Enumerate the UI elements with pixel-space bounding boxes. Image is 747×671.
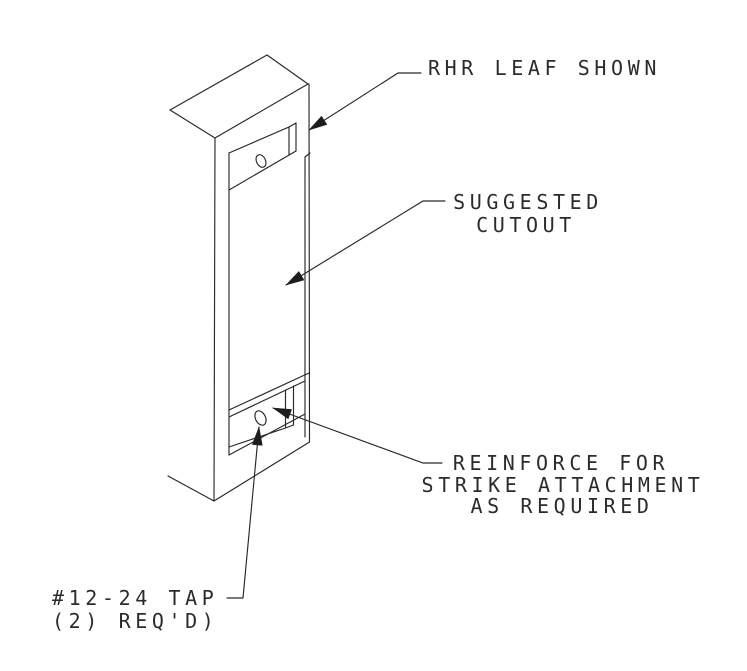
reinforce-leader-line	[272, 407, 443, 464]
top-plate-bottom-edge	[228, 150, 297, 191]
door-top-back-edge	[169, 54, 268, 111]
door-leaf-outline	[167, 54, 311, 502]
top-tap-hole	[255, 154, 267, 168]
reinforce-arrowhead-icon	[272, 407, 292, 420]
door-left-vertical-edge	[213, 137, 216, 502]
cutout-arrowhead-icon	[285, 270, 305, 286]
bottom-plate-notch-bottom	[284, 424, 295, 429]
cutout-bottom-edge	[228, 413, 306, 456]
door-top-right-edge	[266, 54, 309, 85]
door-top-left-break-edge	[169, 109, 216, 139]
door-bottom-left-break-edge	[167, 475, 215, 502]
door-bottom-front-edge	[213, 441, 311, 502]
annotations: RHR LEAF SHOWN SUGGESTED CUTOUT REINFORC…	[52, 56, 705, 633]
top-plate-notch-top	[288, 122, 297, 128]
cutout-geometry	[228, 122, 311, 456]
tap-arrowhead-icon	[251, 426, 263, 446]
door-right-vertical-edge	[308, 83, 311, 443]
door-top-front-edge	[214, 83, 309, 139]
leaders	[226, 72, 446, 599]
bottom-tap-hole	[254, 410, 267, 426]
rhr-leaf-shown-label: RHR LEAF SHOWN	[428, 56, 661, 80]
tap-label-line1: #12-24 TAP	[52, 586, 218, 610]
cutout-leader-line	[285, 200, 446, 286]
bottom-plate-top-edge-outer	[228, 372, 310, 411]
tap-leader-line	[226, 426, 260, 599]
rhr-leader-line	[308, 72, 422, 131]
reinforce-label-line1: REINFORCE FOR	[453, 451, 669, 475]
suggested-cutout-label-line2: CUTOUT	[476, 213, 576, 237]
tap-label-line2: (2) REQ'D)	[52, 609, 218, 633]
cutout-top-right-tick	[304, 152, 311, 158]
reinforce-label-line3: AS REQUIRED	[470, 494, 653, 518]
suggested-cutout-label-line1: SUGGESTED	[453, 190, 603, 214]
reinforce-label-line2: STRIKE ATTACHMENT	[422, 473, 705, 497]
rhr-arrowhead-icon	[308, 115, 328, 131]
bottom-plate-top-edge-inner	[228, 380, 306, 418]
top-plate-top-edge	[228, 126, 290, 154]
